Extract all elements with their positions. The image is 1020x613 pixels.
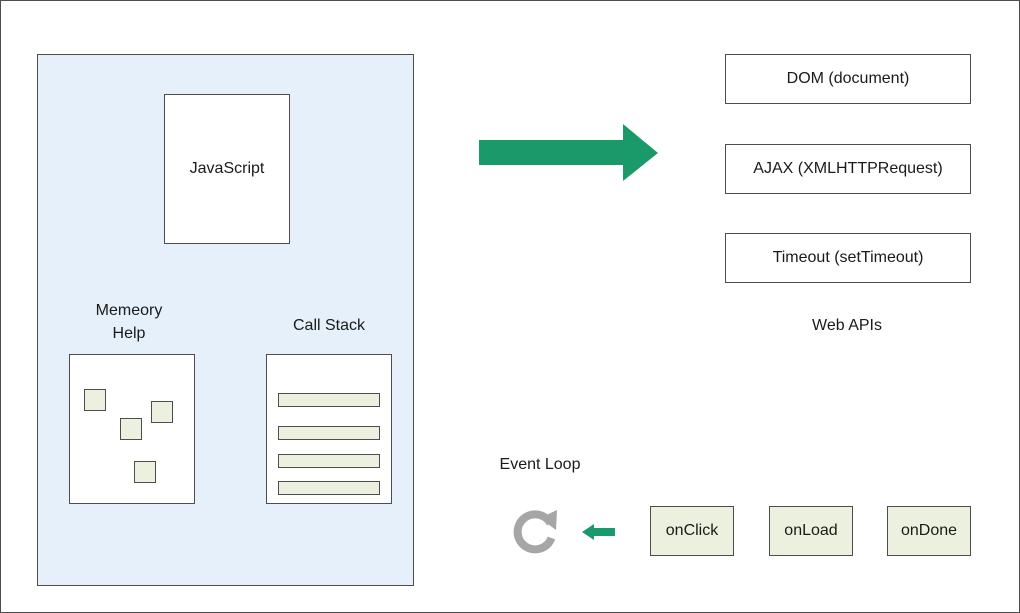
web-apis-label: Web APIs xyxy=(812,317,882,334)
stack-frame xyxy=(278,393,380,407)
memory-heap-label: Memeory Help xyxy=(95,302,163,342)
onclick-task-label: onClick xyxy=(665,522,719,539)
dom-api-label: DOM (document) xyxy=(786,70,910,87)
heap-object xyxy=(151,401,173,423)
onload-task-label: onLoad xyxy=(784,522,838,539)
stack-frame xyxy=(278,454,380,468)
big-right-arrow-icon xyxy=(479,124,658,181)
ondone-task-box: onDone xyxy=(887,506,971,556)
small-left-arrow-icon xyxy=(582,524,615,540)
ajax-api-box: AJAX (XMLHTTPRequest) xyxy=(725,144,971,194)
ajax-api-label: AJAX (XMLHTTPRequest) xyxy=(753,160,943,177)
stack-frame xyxy=(278,481,380,495)
heap-object xyxy=(134,461,156,483)
onclick-task-box: onClick xyxy=(650,506,734,556)
stack-frame xyxy=(278,426,380,440)
heap-object xyxy=(84,389,106,411)
onload-task-box: onLoad xyxy=(769,506,853,556)
refresh-icon xyxy=(513,510,557,554)
ondone-task-label: onDone xyxy=(900,522,958,539)
javascript-engine-label: JavaScript xyxy=(189,160,265,177)
timeout-api-box: Timeout (setTimeout) xyxy=(725,233,971,283)
heap-object xyxy=(120,418,142,440)
event-loop-label: Event Loop xyxy=(499,456,581,473)
javascript-engine-box: JavaScript xyxy=(164,94,290,244)
dom-api-box: DOM (document) xyxy=(725,54,971,104)
timeout-api-label: Timeout (setTimeout) xyxy=(772,249,924,266)
call-stack-label: Call Stack xyxy=(292,317,366,334)
